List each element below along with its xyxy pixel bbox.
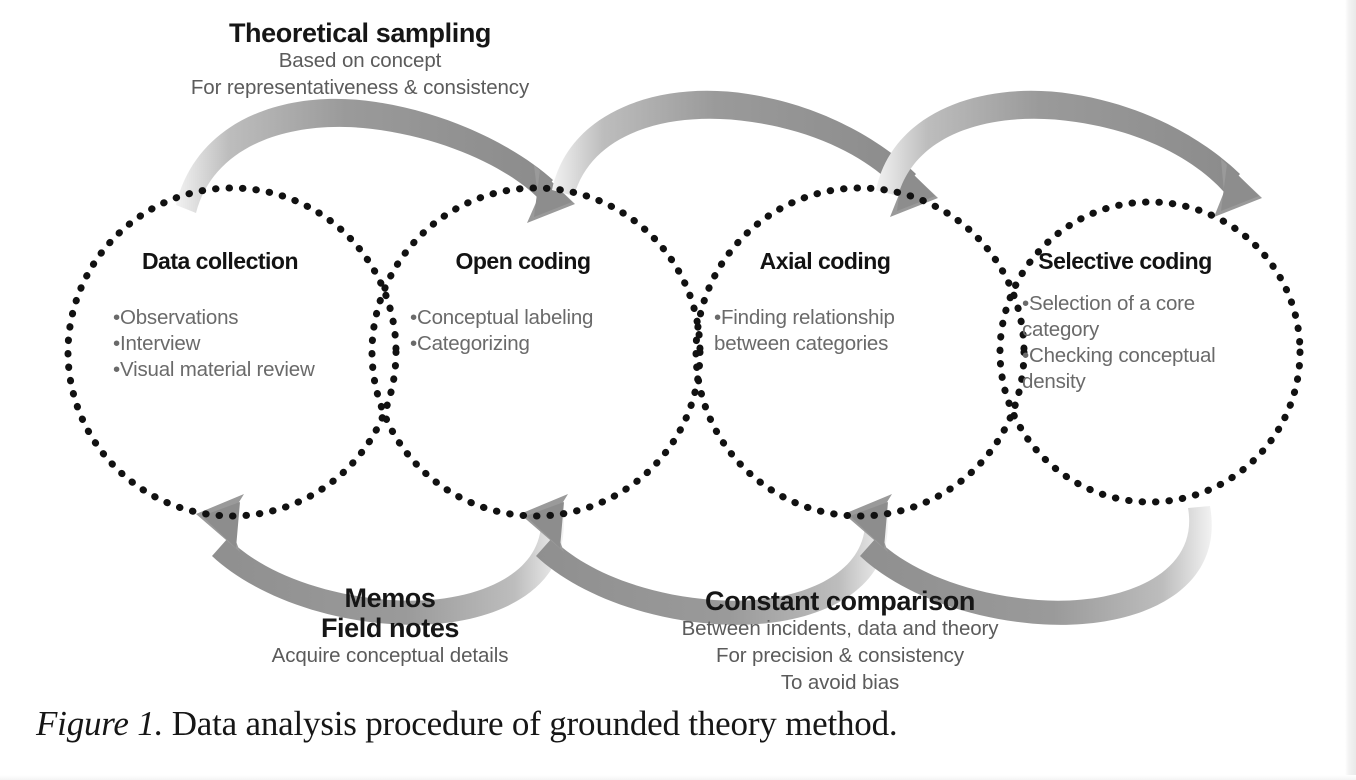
bullet-icon: •	[113, 358, 120, 382]
arrow-top-3	[876, 90, 1262, 217]
bullet-icon: •	[113, 306, 120, 329]
page-edge-bottom	[0, 775, 1356, 780]
constant-comparison-block: Constant comparison Between incidents, d…	[605, 586, 1075, 696]
list-item: •Categorizing	[410, 331, 648, 357]
list-item: •Observations	[113, 305, 345, 331]
node-selective-coding-title: Selective coding	[1038, 248, 1212, 274]
figure-caption: Figure 1. Data analysis procedure of gro…	[36, 704, 898, 744]
theoretical-sampling-line-1: Based on concept	[278, 49, 442, 73]
list-item: •Selection of a core category	[1022, 291, 1262, 343]
field-notes-title: Field notes	[320, 613, 460, 644]
constant-comparison-line-2: For precision & consistency	[716, 643, 964, 667]
node-axial-coding: Axial coding •Finding relationship betwe…	[700, 248, 950, 357]
figure-caption-label: Figure 1.	[36, 704, 164, 743]
node-data-collection-title: Data collection	[141, 248, 299, 274]
list-item-label: Categorizing	[416, 332, 530, 356]
theoretical-sampling-title: Theoretical sampling	[228, 18, 492, 48]
constant-comparison-title: Constant comparison	[705, 586, 975, 616]
figure-caption-text: Data analysis procedure of grounded theo…	[163, 704, 898, 743]
memos-line-1: Acquire conceptual details	[271, 644, 509, 668]
list-item: •Checking conceptual density	[1022, 343, 1262, 395]
bullet-icon: •	[1022, 344, 1029, 368]
list-item-label: Conceptual labeling	[416, 306, 594, 329]
list-item-label: Checking conceptual density	[1022, 344, 1216, 394]
constant-comparison-line-1: Between incidents, data and theory	[681, 617, 999, 641]
memos-title: Memos	[344, 583, 436, 613]
list-item: •Conceptual labeling	[410, 305, 648, 331]
memos-field-notes-block: Memos Field notes Acquire conceptual det…	[170, 583, 610, 670]
list-item: •Visual material review	[113, 357, 345, 383]
bullet-icon: •	[1022, 292, 1029, 315]
bullet-icon: •	[113, 332, 120, 356]
list-item-label: Selection of a core category	[1022, 292, 1195, 342]
list-item-label: Observations	[119, 306, 239, 329]
node-axial-coding-title: Axial coding	[759, 248, 891, 274]
list-item-label: Visual material review	[119, 358, 315, 382]
page-edge-right	[1345, 0, 1356, 780]
theoretical-sampling-block: Theoretical sampling Based on concept Fo…	[110, 18, 610, 102]
list-item: •Finding relationship between categories	[714, 305, 946, 357]
list-item: •Interview	[113, 331, 345, 357]
node-selective-coding-bullets: •Selection of a core category •Checking …	[1022, 291, 1262, 395]
bullet-icon: •	[410, 332, 417, 356]
node-selective-coding: Selective coding •Selection of a core ca…	[1000, 248, 1250, 395]
list-item-label: Interview	[119, 332, 201, 356]
bullet-icon: •	[410, 306, 417, 329]
bullet-icon: •	[714, 306, 721, 329]
node-data-collection-bullets: •Observations •Interview •Visual materia…	[113, 305, 345, 383]
node-open-coding-bullets: •Conceptual labeling •Categorizing	[410, 305, 648, 357]
theoretical-sampling-line-2: For representativeness & consistency	[190, 75, 530, 99]
node-open-coding-title: Open coding	[455, 248, 591, 274]
node-open-coding: Open coding •Conceptual labeling •Catego…	[398, 248, 648, 357]
list-item-label: Finding relationship between categories	[714, 306, 895, 356]
constant-comparison-line-3: To avoid bias	[780, 670, 900, 694]
arrow-top-2	[552, 90, 938, 217]
node-axial-coding-bullets: •Finding relationship between categories	[714, 305, 946, 357]
node-data-collection: Data collection •Observations •Interview…	[95, 248, 345, 383]
